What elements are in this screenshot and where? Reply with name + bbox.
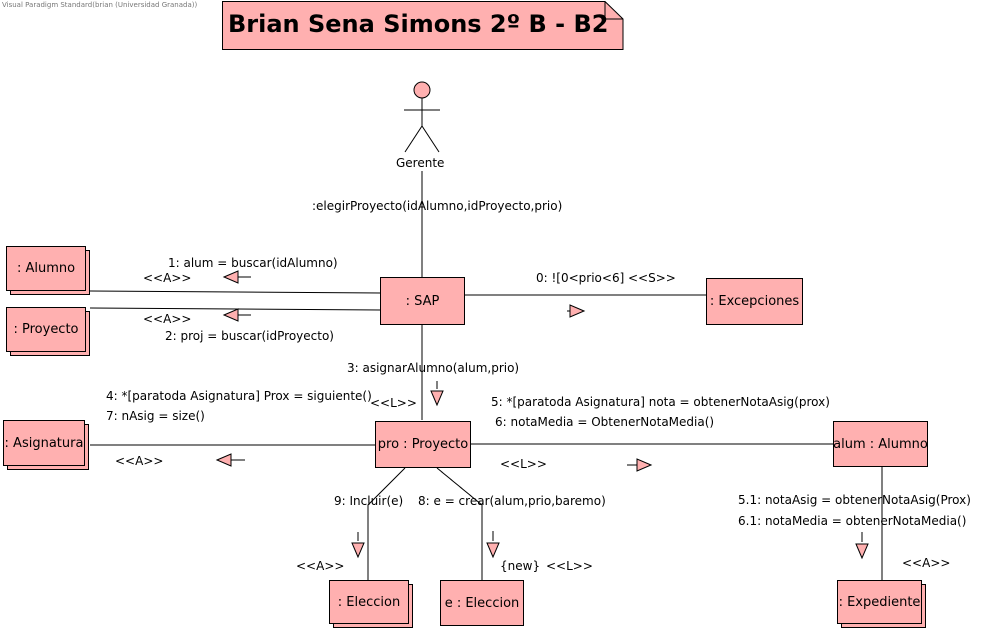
arrow-m1: [222, 270, 239, 284]
msg-m0: 0: ![0<prio<6]: [536, 271, 625, 285]
object-expediente[interactable]: : Expediente: [837, 580, 922, 624]
msg-m1: 1: alum = buscar(idAlumno): [168, 256, 338, 270]
msg-m61: 6.1: notaMedia = obtenerNotaMedia(): [738, 514, 967, 528]
msg-m5161-stereotype: <<A>>: [902, 556, 951, 570]
object-e-eleccion[interactable]: e : Eleccion: [440, 580, 524, 626]
actor-label: Gerente: [396, 156, 445, 170]
object-excepciones[interactable]: : Excepciones: [706, 278, 803, 325]
object-pro-proyecto[interactable]: pro : Proyecto: [375, 421, 471, 468]
actor-head: [413, 81, 431, 99]
object-asignatura[interactable]: : Asignatura: [3, 420, 85, 466]
msg-m56-stereotype: <<L>>: [500, 457, 547, 471]
msg-m0-stereotype: <<S>>: [628, 271, 676, 285]
msg-m5: 5: *[paratoda Asignatura] nota = obtener…: [491, 395, 830, 409]
arrow-m47: [215, 453, 232, 467]
object-sap[interactable]: : SAP: [380, 277, 465, 325]
msg-m51: 5.1: notaAsig = obtenerNotaAsig(Prox): [738, 493, 971, 507]
object-eleccion[interactable]: : Eleccion: [329, 580, 409, 624]
title-note[interactable]: Brian Sena Simons 2º B - B2: [222, 1, 624, 50]
note-shape: [222, 1, 624, 50]
actor-leg-right: [421, 125, 440, 153]
msg-m4: 4: *[paratoda Asignatura] Prox = siguien…: [106, 389, 372, 403]
link-sap-alumno: [89, 290, 382, 294]
msg-m8-new: {new}: [500, 559, 541, 573]
arrow-m56: [636, 458, 653, 472]
msg-m2: 2: proj = buscar(idProyecto): [165, 329, 334, 343]
link-pro-e: [436, 467, 483, 581]
msg-m47-stereotype: <<A>>: [115, 454, 164, 468]
arrow-m0: [569, 304, 586, 318]
msg-m3: 3: asignarAlumno(alum,prio): [347, 361, 520, 375]
msg-m8-stereotype: <<L>>: [546, 559, 593, 573]
msg-m3-stereotype: <<L>>: [370, 396, 417, 410]
object-proyecto[interactable]: : Proyecto: [6, 307, 86, 352]
actor-leg-left: [404, 125, 423, 153]
msg-m1-stereotype: <<A>>: [143, 271, 192, 285]
arrow-m9: [351, 542, 365, 559]
arrow-m8: [486, 542, 500, 559]
msg-elegir: :elegirProyecto(idAlumno,idProyecto,prio…: [312, 199, 563, 213]
link-sap-proyecto: [89, 307, 382, 311]
arrow-m2: [222, 308, 239, 322]
object-alumno[interactable]: : Alumno: [6, 246, 86, 291]
msg-m8: 8: e = crear(alum,prio,baremo): [418, 494, 606, 508]
arrow-m3: [430, 390, 444, 407]
diagram-title: Brian Sena Simons 2º B - B2: [228, 10, 609, 38]
watermark: Visual Paradigm Standard(brian (Universi…: [2, 1, 198, 9]
msg-m7: 7: nAsig = size(): [106, 409, 205, 423]
arrow-m5161: [855, 543, 869, 560]
msg-m9: 9: Incluir(e): [334, 494, 404, 508]
object-alum-alumno[interactable]: alum : Alumno: [833, 421, 928, 467]
msg-m6: 6: notaMedia = ObtenerNotaMedia(): [495, 415, 715, 429]
msg-m2-stereotype: <<A>>: [143, 312, 192, 326]
msg-m9-stereotype: <<A>>: [296, 559, 345, 573]
link-pro-eleccion: [367, 467, 406, 581]
